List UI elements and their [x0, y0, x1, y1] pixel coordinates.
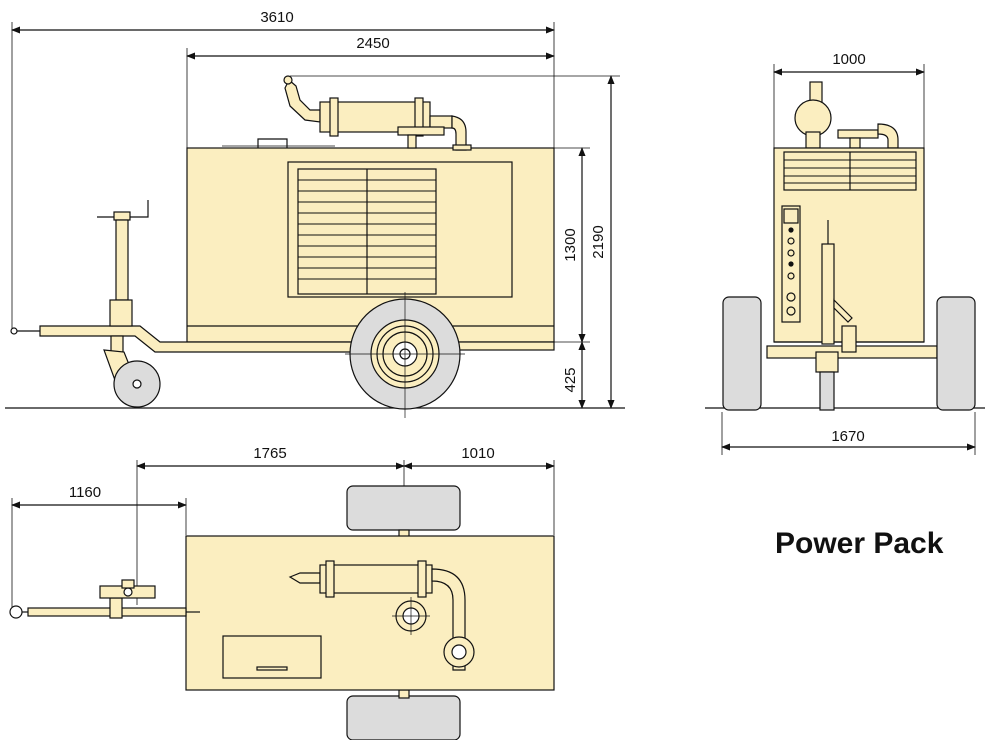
rear-left-tire — [722, 296, 762, 411]
top-exhaust — [288, 560, 475, 671]
rear-jockey-wheel — [819, 371, 835, 411]
dim-body-height: 1300 — [562, 228, 579, 261]
dim-rear-body-width: 1000 — [832, 51, 865, 68]
side-grille-louvres — [298, 179, 436, 280]
rear-exhaust — [794, 81, 899, 149]
side-view — [5, 22, 625, 418]
rear-drawbar — [815, 220, 857, 373]
dim-ground-clearance: 425 — [562, 367, 579, 392]
top-lower-tire — [346, 695, 461, 740]
product-title: Power Pack — [775, 527, 944, 560]
dim-rear-overhang: 1010 — [461, 445, 494, 462]
dim-body-length: 2450 — [356, 35, 389, 52]
side-exhaust-muffler — [283, 75, 472, 151]
dim-overall-height: 2190 — [590, 225, 607, 258]
top-upper-tire — [346, 485, 461, 531]
dim-drawbar-length: 1160 — [69, 484, 101, 501]
top-drawbar — [9, 579, 200, 619]
rear-view — [705, 64, 985, 455]
top-view — [9, 460, 555, 740]
top-lid-hatch — [222, 635, 322, 679]
dim-track-width: 1670 — [831, 428, 864, 445]
side-main-wheel — [345, 292, 465, 418]
dim-overall-length: 3610 — [260, 9, 293, 26]
dim-axle-position: 1765 — [253, 445, 286, 462]
rear-right-tire — [936, 296, 976, 411]
